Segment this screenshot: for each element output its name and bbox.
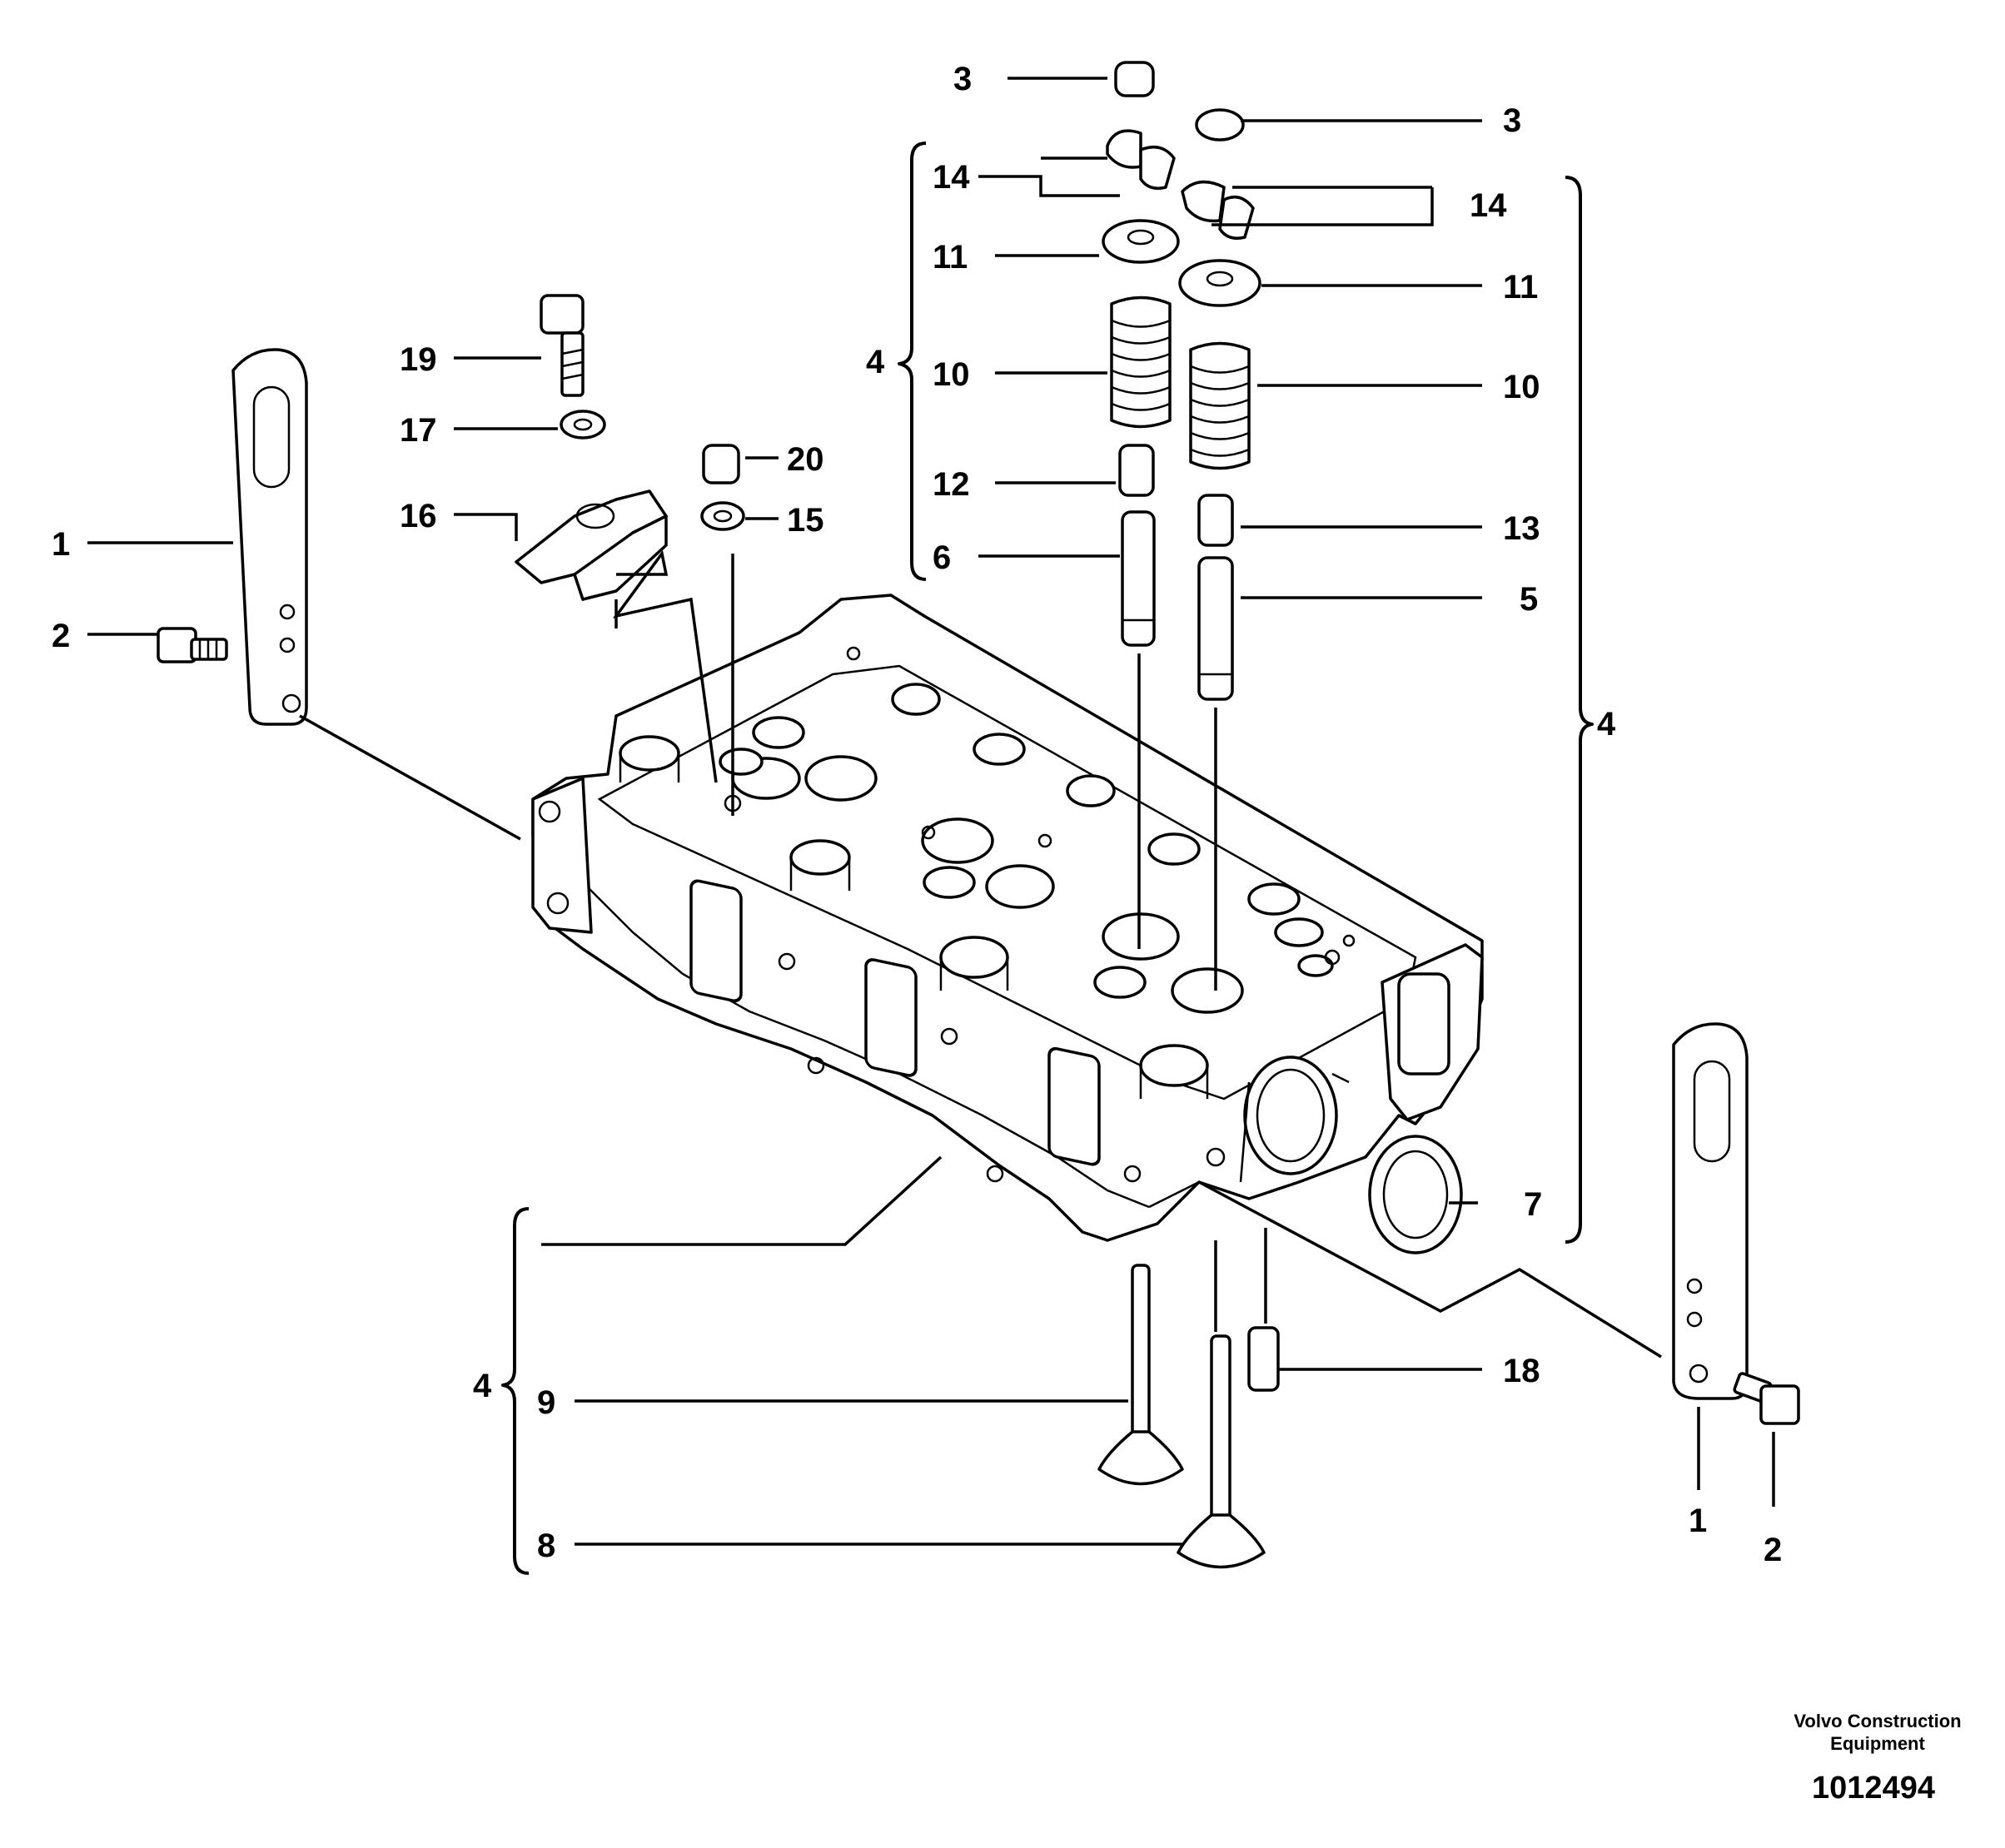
part-15-seal — [700, 501, 745, 531]
valve-collet-right — [1181, 180, 1255, 240]
callout-14-left: 14 — [933, 159, 970, 196]
valve-8 — [1177, 1334, 1266, 1569]
footer: Volvo Construction Equipment 1012494 — [1794, 1711, 1961, 1806]
callout-11-right: 11 — [1503, 269, 1538, 306]
bolt-right — [1733, 1372, 1800, 1425]
rocker-bracket — [515, 489, 668, 601]
callout-19: 19 — [400, 341, 437, 378]
callout-6: 6 — [933, 539, 951, 576]
callout-12: 12 — [933, 466, 970, 503]
credit-line-2: Equipment — [1830, 1733, 1925, 1754]
valve-cap-right — [1195, 108, 1245, 142]
dowel-pin — [1247, 1326, 1280, 1392]
valve-spring-left — [1110, 296, 1172, 429]
callout-2-left: 2 — [52, 618, 70, 654]
brace-group-left-top — [898, 142, 927, 581]
cylinder-head-block — [531, 594, 1484, 1242]
callout-5: 5 — [1520, 581, 1538, 618]
callout-4-top-left: 4 — [866, 344, 885, 380]
callout-17: 17 — [400, 412, 437, 449]
valve-stem-seal-13 — [1197, 494, 1234, 547]
lifting-bracket-right — [1672, 1022, 1749, 1400]
valve-seat-ring — [1368, 1135, 1463, 1254]
callout-10-right: 10 — [1503, 369, 1540, 405]
callout-3-left: 3 — [953, 61, 972, 97]
callout-3-right: 3 — [1503, 102, 1521, 139]
callout-13: 13 — [1503, 510, 1540, 547]
callout-15: 15 — [787, 502, 824, 539]
valve-collet-left — [1106, 129, 1176, 190]
callout-10-left: 10 — [933, 356, 970, 393]
callout-1-right: 1 — [1689, 1503, 1707, 1539]
lifting-bracket-left — [231, 348, 308, 726]
callout-18: 18 — [1503, 1353, 1540, 1389]
callout-9: 9 — [537, 1384, 555, 1421]
document-number: 1012494 — [1812, 1771, 1935, 1806]
brace-group-bottom — [501, 1207, 530, 1575]
leader-lines — [87, 77, 1775, 1546]
callout-1-left: 1 — [52, 526, 70, 563]
callout-11-left: 11 — [933, 239, 968, 276]
spring-retainer-left — [1102, 219, 1180, 264]
valve-9 — [1097, 1264, 1184, 1486]
callout-20: 20 — [787, 441, 824, 478]
callout-2-right: 2 — [1764, 1532, 1782, 1568]
brace-group-right — [1565, 176, 1594, 1244]
credit-line-1: Volvo Construction — [1794, 1711, 1961, 1731]
callout-labels: 3 3 14 14 11 11 4 10 10 12 13 6 5 4 19 1… — [52, 61, 1782, 1568]
valve-guide-5 — [1197, 556, 1234, 701]
washer-17 — [560, 410, 606, 440]
rocker-bolt — [540, 294, 585, 397]
callout-7: 7 — [1524, 1186, 1542, 1223]
part-20-sleeve — [702, 444, 740, 484]
callout-16: 16 — [400, 498, 437, 534]
callout-4-right: 4 — [1597, 706, 1616, 743]
valve-stem-seal-12 — [1118, 444, 1155, 497]
callout-8: 8 — [537, 1528, 555, 1564]
valve-guide-6 — [1121, 510, 1156, 647]
bolt-left — [157, 627, 228, 663]
valve-cap-left — [1114, 61, 1155, 97]
callout-14-right: 14 — [1470, 187, 1507, 224]
callout-4-bottom: 4 — [473, 1368, 492, 1404]
valve-spring-right — [1189, 341, 1251, 470]
spring-retainer-right — [1178, 259, 1261, 307]
